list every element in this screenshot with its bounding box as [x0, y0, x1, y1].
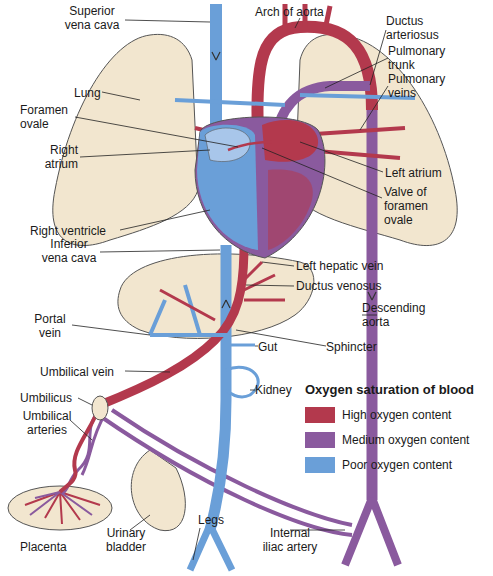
leader-line: [370, 30, 386, 85]
anatomy-label: Valve of foramen ovale: [384, 185, 440, 227]
leader-line: [360, 86, 388, 130]
anatomy-label: Sphincter: [326, 340, 377, 354]
anatomy-label: Pulmonary veins: [388, 72, 458, 100]
anatomy-label: Legs: [198, 513, 224, 527]
legend-text: Poor oxygen content: [342, 458, 452, 472]
anatomy-label: Portal vein: [28, 312, 72, 340]
leader-line: [236, 330, 326, 346]
anatomy-label: Inferior vena cava: [38, 237, 100, 265]
anatomy-label: Gut: [258, 340, 277, 354]
legend-swatch: [305, 407, 335, 423]
liver: [118, 254, 314, 339]
left-ventricle: [268, 170, 313, 250]
anatomy-label: Right ventricle: [30, 224, 106, 238]
anatomy-label: Urinary bladder: [100, 526, 152, 554]
leader-line: [325, 58, 388, 88]
leader-line: [255, 346, 258, 347]
legend-swatch: [305, 432, 335, 448]
leader-line: [246, 285, 294, 286]
anatomy-label: Internal iliac artery: [258, 526, 322, 554]
umbilicus: [92, 396, 108, 420]
anatomy-label: Foramen ovale: [20, 103, 75, 131]
leader-line: [75, 117, 238, 147]
placenta-vessels: [30, 492, 92, 515]
iliac-arteries: [345, 498, 398, 565]
legend-text: Medium oxygen content: [342, 433, 469, 447]
legend-swatch: [305, 457, 335, 473]
anatomy-label: Placenta: [20, 540, 67, 554]
anatomy-label: Umbilical arteries: [16, 409, 78, 437]
leader-lines: [70, 18, 388, 560]
leader-line: [125, 371, 170, 372]
leader-line: [120, 210, 210, 230]
hepatic-branches: [160, 262, 285, 320]
urinary-bladder: [131, 450, 185, 531]
umbilical-vein: [100, 245, 244, 405]
left-lung: [53, 34, 198, 245]
anatomy-label: Umbilicus: [20, 391, 72, 405]
anatomy-label: Kidney: [255, 383, 292, 397]
anatomy-label: Lung: [74, 86, 101, 100]
leader-line: [78, 398, 92, 405]
leader-line: [72, 325, 150, 335]
leader-line: [262, 148, 382, 198]
anatomy-label: Descending aorta: [362, 301, 438, 329]
leader-line: [70, 420, 92, 440]
leader-line: [80, 150, 210, 157]
leader-line: [193, 528, 200, 560]
leader-line: [250, 390, 255, 391]
leader-line: [125, 20, 210, 22]
leader-line: [100, 250, 220, 252]
leader-line: [262, 262, 294, 266]
anatomy-label: Ductus venosus: [296, 279, 381, 293]
renal-loop: [226, 367, 258, 397]
anatomy-label: Superior vena cava: [60, 4, 124, 32]
gut-vein: [228, 344, 255, 347]
anatomy-label: Ductus arteriosus: [386, 14, 456, 42]
anatomy-label: Left hepatic vein: [296, 259, 383, 273]
inferior-vena-cava: [210, 245, 226, 530]
leader-line: [102, 92, 140, 100]
superior-vena-cava: [210, 4, 222, 125]
leader-line: [295, 18, 300, 28]
leader-line: [300, 142, 383, 172]
anatomy-label: Arch of aorta: [255, 5, 324, 19]
legend-heading: Oxygen saturation of blood: [305, 383, 474, 397]
anatomy-label: Umbilical vein: [40, 365, 114, 379]
placenta: [8, 486, 112, 530]
anatomy-label: Pulmonary trunk: [388, 44, 458, 72]
legend-text: High oxygen content: [342, 408, 451, 422]
leg-veins: [190, 525, 232, 570]
anatomy-label: Left atrium: [385, 166, 442, 180]
heart: [195, 117, 325, 258]
anatomy-label: Right atrium: [30, 143, 78, 171]
placenta-vessels: [25, 492, 100, 524]
